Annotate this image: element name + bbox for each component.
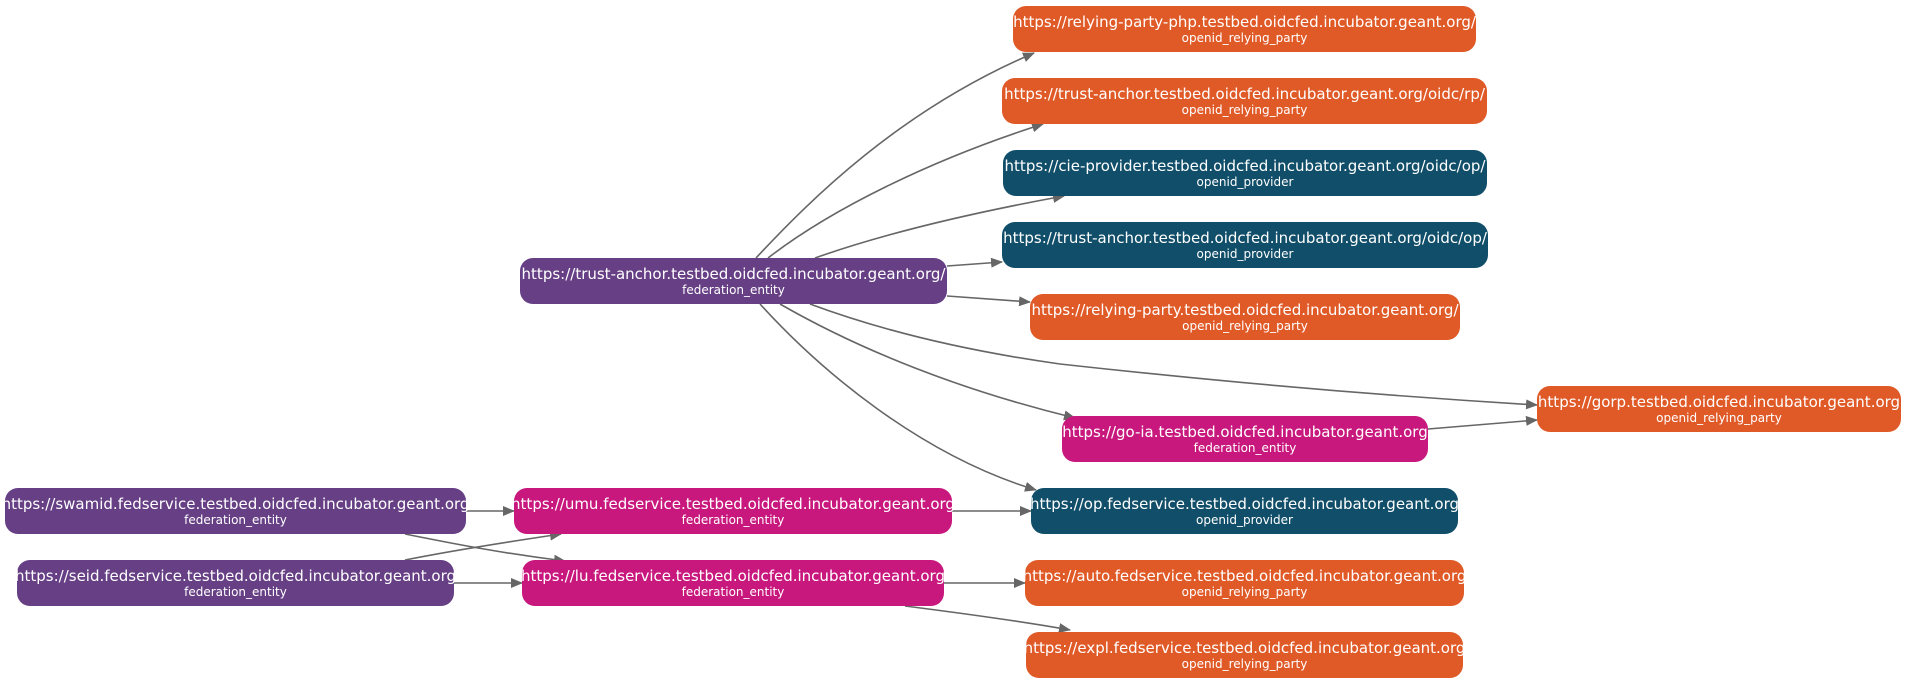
- node-url: https://trust-anchor.testbed.oidcfed.inc…: [521, 264, 946, 283]
- edge-ta-to-gorp: [809, 303, 1538, 410]
- node-trust-anchor-op[interactable]: https://trust-anchor.testbed.oidcfed.inc…: [1002, 222, 1488, 268]
- node-url: https://go-ia.testbed.oidcfed.incubator.…: [1062, 422, 1428, 441]
- node-umu[interactable]: https://umu.fedservice.testbed.oidcfed.i…: [511, 488, 955, 534]
- node-swamid[interactable]: https://swamid.fedservice.testbed.oidcfe…: [2, 488, 469, 534]
- node-relying-party-php[interactable]: https://relying-party-php.testbed.oidcfe…: [1013, 6, 1476, 52]
- node-go-ia[interactable]: https://go-ia.testbed.oidcfed.incubator.…: [1062, 416, 1428, 462]
- node-entity-type: openid_relying_party: [1181, 30, 1308, 45]
- node-gorp[interactable]: https://gorp.testbed.oidcfed.incubator.g…: [1537, 386, 1901, 432]
- edge-ta-to-rp_php: [755, 52, 1035, 259]
- node-url: https://umu.fedservice.testbed.oidcfed.i…: [511, 494, 955, 513]
- node-url: https://seid.fedservice.testbed.oidcfed.…: [15, 566, 457, 585]
- node-entity-type: openid_relying_party: [1182, 318, 1308, 333]
- node-url: https://gorp.testbed.oidcfed.incubator.g…: [1537, 392, 1901, 411]
- edge-seid-to-umu: [404, 530, 562, 561]
- node-url: https://op.fedservice.testbed.oidcfed.in…: [1030, 494, 1459, 513]
- node-entity-type: openid_relying_party: [1656, 410, 1782, 425]
- node-entity-type: federation_entity: [681, 512, 785, 527]
- node-trust-anchor[interactable]: https://trust-anchor.testbed.oidcfed.inc…: [520, 258, 947, 304]
- node-entity-type: openid_relying_party: [1181, 102, 1308, 117]
- node-url: https://trust-anchor.testbed.oidcfed.inc…: [1004, 84, 1485, 103]
- node-entity-type: federation_entity: [184, 584, 287, 599]
- node-url: https://swamid.fedservice.testbed.oidcfe…: [1, 494, 470, 513]
- edge-ta-to-cie_op: [814, 193, 1065, 259]
- node-url: https://relying-party-php.testbed.oidcfe…: [1013, 12, 1476, 31]
- node-url: https://lu.fedservice.testbed.oidcfed.in…: [521, 566, 945, 585]
- node-lu[interactable]: https://lu.fedservice.testbed.oidcfed.in…: [521, 560, 945, 606]
- node-url: https://cie-provider.testbed.oidcfed.inc…: [1004, 156, 1486, 175]
- edge-lu-to-expl: [904, 605, 1071, 633]
- node-op-fedservice[interactable]: https://op.fedservice.testbed.oidcfed.in…: [1030, 488, 1459, 534]
- edge-ta-to-ta_op: [946, 257, 1003, 268]
- node-cie-provider-op[interactable]: https://cie-provider.testbed.oidcfed.inc…: [1003, 150, 1487, 196]
- node-auto[interactable]: https://auto.fedservice.testbed.oidcfed.…: [1022, 560, 1467, 606]
- edge-ta-to-ta_rp: [767, 122, 1044, 259]
- node-entity-type: federation_entity: [184, 512, 287, 527]
- node-entity-type: openid_provider: [1196, 246, 1294, 261]
- edge-ta-to-goia: [779, 303, 1076, 421]
- edge-group: [404, 52, 1538, 633]
- node-url: https://expl.fedservice.testbed.oidcfed.…: [1023, 638, 1466, 657]
- node-entity-type: openid_relying_party: [1181, 584, 1308, 599]
- node-entity-type: federation_entity: [1193, 440, 1297, 455]
- node-url: https://auto.fedservice.testbed.oidcfed.…: [1022, 566, 1467, 585]
- node-entity-type: openid_relying_party: [1181, 656, 1308, 671]
- edge-goia-to-gorp: [1427, 415, 1538, 430]
- node-relying-party[interactable]: https://relying-party.testbed.oidcfed.in…: [1030, 294, 1460, 340]
- node-entity-type: openid_provider: [1196, 512, 1293, 527]
- node-url: https://relying-party.testbed.oidcfed.in…: [1031, 300, 1459, 319]
- edge-ta-to-op: [759, 303, 1037, 492]
- edge-swamid-to-lu: [404, 533, 566, 565]
- node-entity-type: openid_provider: [1196, 174, 1294, 189]
- node-url: https://trust-anchor.testbed.oidcfed.inc…: [1003, 228, 1487, 247]
- node-trust-anchor-rp[interactable]: https://trust-anchor.testbed.oidcfed.inc…: [1002, 78, 1487, 124]
- node-entity-type: federation_entity: [682, 282, 785, 297]
- edge-ta-to-rp: [946, 295, 1031, 307]
- node-expl[interactable]: https://expl.fedservice.testbed.oidcfed.…: [1023, 632, 1466, 678]
- node-seid[interactable]: https://seid.fedservice.testbed.oidcfed.…: [15, 560, 457, 606]
- node-entity-type: federation_entity: [681, 584, 785, 599]
